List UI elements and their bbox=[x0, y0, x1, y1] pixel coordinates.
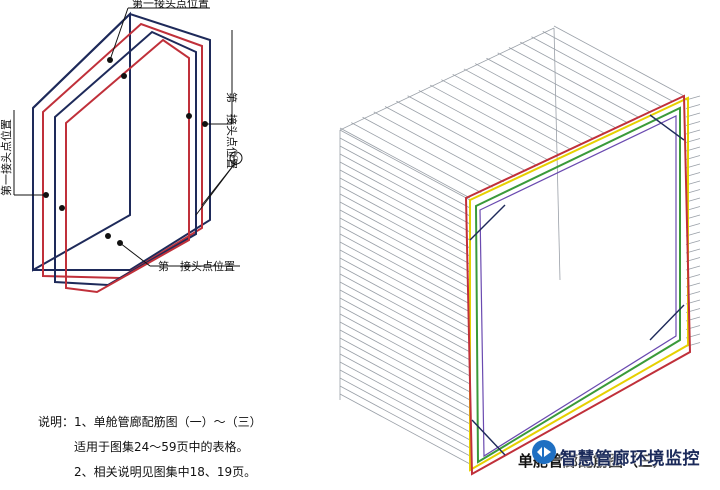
longitudinal-bar bbox=[339, 377, 471, 449]
longitudinal-bar bbox=[474, 63, 606, 134]
longitudinal-bar bbox=[497, 52, 628, 124]
longitudinal-bar bbox=[339, 345, 471, 417]
longitudinal-bar bbox=[429, 84, 561, 156]
longitudinal-bar bbox=[339, 201, 471, 273]
longitudinal-bar bbox=[553, 25, 685, 97]
ring-navy-2 bbox=[54, 30, 197, 287]
longitudinal-bar bbox=[339, 241, 471, 313]
figure-title: 单舱管廊配筋图（三） bbox=[518, 452, 668, 470]
watermark-logo-icon bbox=[532, 440, 556, 464]
longitudinal-bar bbox=[339, 177, 471, 249]
longitudinal-bar bbox=[339, 289, 471, 361]
note2: 2、相关说明见图集中18、19页。 bbox=[74, 465, 257, 479]
note1-line1: 单舱管廊配筋图（一）～（三） bbox=[93, 415, 262, 429]
longitudinal-bar bbox=[339, 313, 471, 385]
front-frame bbox=[464, 94, 692, 476]
longitudinal-bar bbox=[339, 329, 471, 401]
longitudinal-bar bbox=[339, 321, 471, 393]
longitudinal-bar bbox=[339, 281, 471, 353]
longitudinal-bar bbox=[339, 129, 471, 201]
longitudinal-bar bbox=[418, 90, 550, 161]
longitudinal-bars bbox=[339, 25, 701, 465]
longitudinal-bar bbox=[339, 369, 471, 441]
longitudinal-bar bbox=[339, 161, 471, 233]
note-line-1: 说明：1、单舱管廊配筋图（一）～（三） bbox=[38, 410, 262, 435]
longitudinal-bar bbox=[339, 185, 471, 257]
longitudinal-bar bbox=[553, 27, 561, 281]
longitudinal-bar bbox=[542, 31, 673, 102]
longitudinal-bar bbox=[339, 257, 471, 329]
notes-prefix: 说明： bbox=[38, 415, 75, 429]
longitudinal-bar bbox=[339, 337, 471, 409]
longitudinal-bar bbox=[362, 116, 493, 188]
longitudinal-bar bbox=[407, 95, 538, 167]
longitudinal-bar bbox=[339, 225, 471, 297]
note1-line2: 适用于图集24～59页中的表格。 bbox=[74, 440, 249, 454]
marker-label: ① bbox=[229, 153, 239, 166]
longitudinal-bar bbox=[339, 193, 471, 265]
longitudinal-bar bbox=[384, 106, 516, 177]
longitudinal-bar bbox=[339, 217, 471, 289]
longitudinal-bar bbox=[339, 27, 555, 131]
longitudinal-bar bbox=[339, 385, 471, 457]
longitudinal-bar bbox=[339, 305, 471, 377]
note1-num: 1、 bbox=[74, 415, 94, 429]
longitudinal-bar bbox=[339, 169, 471, 241]
longitudinal-bar bbox=[339, 297, 471, 369]
longitudinal-bar bbox=[396, 100, 527, 172]
longitudinal-bar bbox=[441, 79, 572, 151]
longitudinal-bar bbox=[373, 111, 504, 183]
longitudinal-bar bbox=[452, 73, 583, 145]
longitudinal-bar bbox=[339, 127, 471, 199]
watermark: 智慧管廊环境监控 bbox=[520, 438, 720, 474]
label-top: 第一接头点位置 bbox=[132, 0, 209, 10]
longitudinal-bar bbox=[339, 209, 471, 281]
longitudinal-bar bbox=[339, 145, 471, 217]
longitudinal-bar bbox=[351, 122, 482, 193]
longitudinal-bar bbox=[520, 41, 651, 113]
longitudinal-bar bbox=[339, 353, 471, 425]
ring-red-1 bbox=[42, 22, 203, 280]
label-right-vertical: 第一接头点位置 bbox=[225, 92, 239, 169]
longitudinal-bar bbox=[339, 361, 471, 433]
longitudinal-bar bbox=[339, 265, 471, 337]
longitudinal-bar bbox=[339, 273, 471, 345]
longitudinal-bar bbox=[339, 393, 471, 465]
label-bottom: 第一接头点位置 bbox=[158, 259, 235, 273]
longitudinal-bar bbox=[463, 68, 595, 140]
longitudinal-bar bbox=[486, 57, 617, 129]
watermark-text: 智慧管廊环境监控 bbox=[560, 449, 700, 469]
longitudinal-bar bbox=[508, 47, 640, 118]
longitudinal-bar bbox=[339, 137, 471, 209]
ring-red-2 bbox=[65, 38, 190, 294]
longitudinal-bar bbox=[531, 36, 662, 108]
ring-lap-diagram: ① 第一接头点位置 第一接头点位置 第一接头点位置 第一接头点位置 bbox=[0, 0, 243, 294]
longitudinal-bar bbox=[339, 249, 471, 321]
longitudinal-bar bbox=[339, 233, 471, 305]
longitudinal-bar bbox=[339, 153, 471, 225]
notes-block: 说明：1、单舱管廊配筋图（一）～（三） 适用于图集24～59页中的表格。 2、相… bbox=[38, 410, 262, 485]
label-left-vertical: 第一接头点位置 bbox=[0, 119, 13, 196]
